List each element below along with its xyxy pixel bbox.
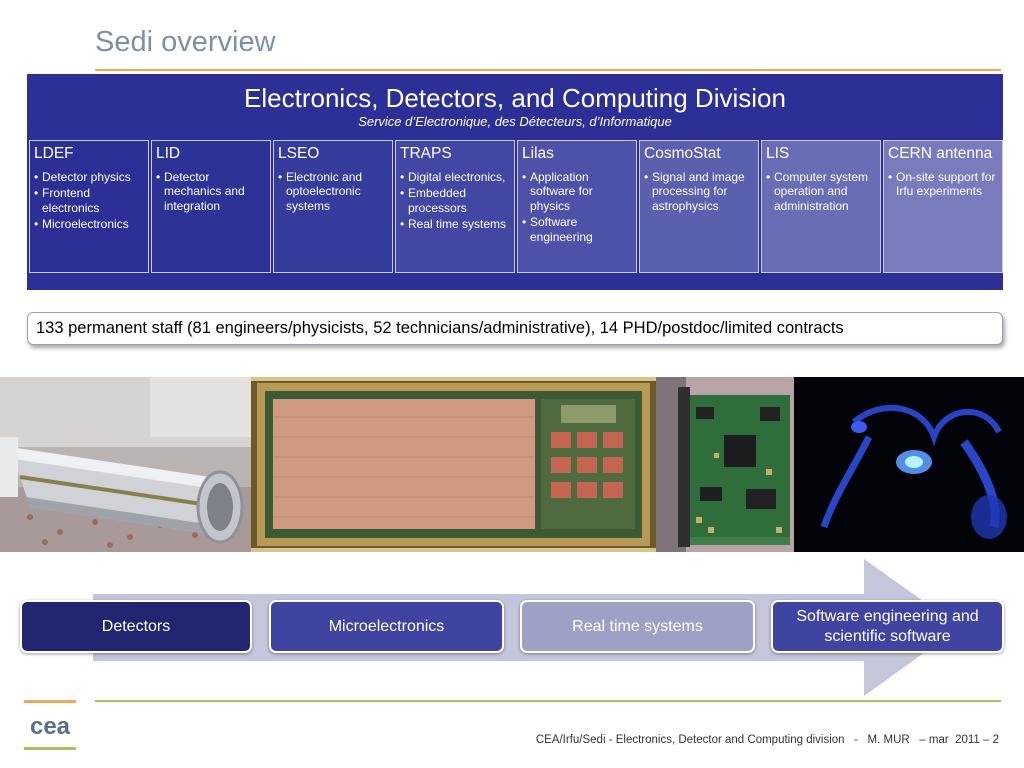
electronic-board-photo [656, 377, 794, 552]
division-panel: Electronics, Detectors, and Computing Di… [27, 74, 1003, 290]
unit-name: Lilas [522, 145, 554, 162]
microchip-die-photo [251, 377, 656, 552]
staff-summary-box: 133 permanent staff (81 engineers/physic… [27, 312, 1003, 345]
unit-item: Embedded processors [400, 186, 510, 215]
detector-cylinder-photo [0, 377, 251, 552]
unit-name: CosmoStat [644, 145, 721, 162]
step-real-time-systems: Real time systems [520, 600, 755, 653]
unit-item: Microelectronics [34, 217, 144, 232]
step-detectors: Detectors [20, 600, 252, 653]
cea-logo-icon: cea [24, 700, 76, 752]
unit-item: Frontend electronics [34, 186, 144, 215]
unit-name: TRAPS [400, 145, 452, 162]
unit-name: LID [156, 145, 181, 162]
unit-item: Detector physics [34, 170, 144, 185]
step-microelectronics: Microelectronics [269, 600, 504, 653]
title-divider [95, 69, 1001, 71]
step-software-engineering: Software engineering and scientific soft… [771, 600, 1004, 653]
unit-lis: LIS Computer system operation and admini… [761, 140, 881, 273]
unit-item: Detector mechanics and integration [156, 170, 266, 214]
units-row: LDEF Detector physics Frontend electroni… [29, 140, 1003, 273]
unit-cosmostat: CosmoStat Signal and image processing fo… [639, 140, 759, 273]
unit-item: Application software for physics [522, 170, 632, 214]
unit-item: Digital electronics, [400, 170, 510, 185]
unit-item: On-site support for Irfu experiments [888, 170, 998, 199]
unit-lseo: LSEO Electronic and optoelectronic syste… [273, 140, 393, 273]
unit-item: Software engineering [522, 215, 632, 244]
division-title: Electronics, Detectors, and Computing Di… [244, 83, 786, 113]
unit-item: Real time systems [400, 217, 510, 232]
unit-lilas: Lilas Application software for physics S… [517, 140, 637, 273]
unit-traps: TRAPS Digital electronics, Embedded proc… [395, 140, 515, 273]
unit-name: LIS [766, 145, 790, 162]
footer-divider [95, 700, 1001, 702]
unit-name: CERN antenna [888, 145, 993, 162]
blue-visualization-photo [794, 377, 1024, 552]
slide-title: Sedi overview [95, 26, 276, 58]
unit-ldef: LDEF Detector physics Frontend electroni… [29, 140, 149, 273]
unit-item: Electronic and optoelectronic systems [278, 170, 388, 214]
footer-text: CEA/Irfu/Sedi - Electronics, Detector an… [535, 734, 999, 746]
svg-text:cea: cea [30, 713, 71, 740]
unit-lid: LID Detector mechanics and integration [151, 140, 271, 273]
division-subtitle: Service d’Electronique, des Détecteurs, … [358, 114, 672, 129]
unit-cern-antenna: CERN antenna On-site support for Irfu ex… [883, 140, 1003, 273]
unit-name: LSEO [278, 145, 320, 162]
unit-name: LDEF [34, 145, 74, 162]
unit-item: Computer system operation and administra… [766, 170, 876, 214]
unit-item: Signal and image processing for astrophy… [644, 170, 754, 214]
